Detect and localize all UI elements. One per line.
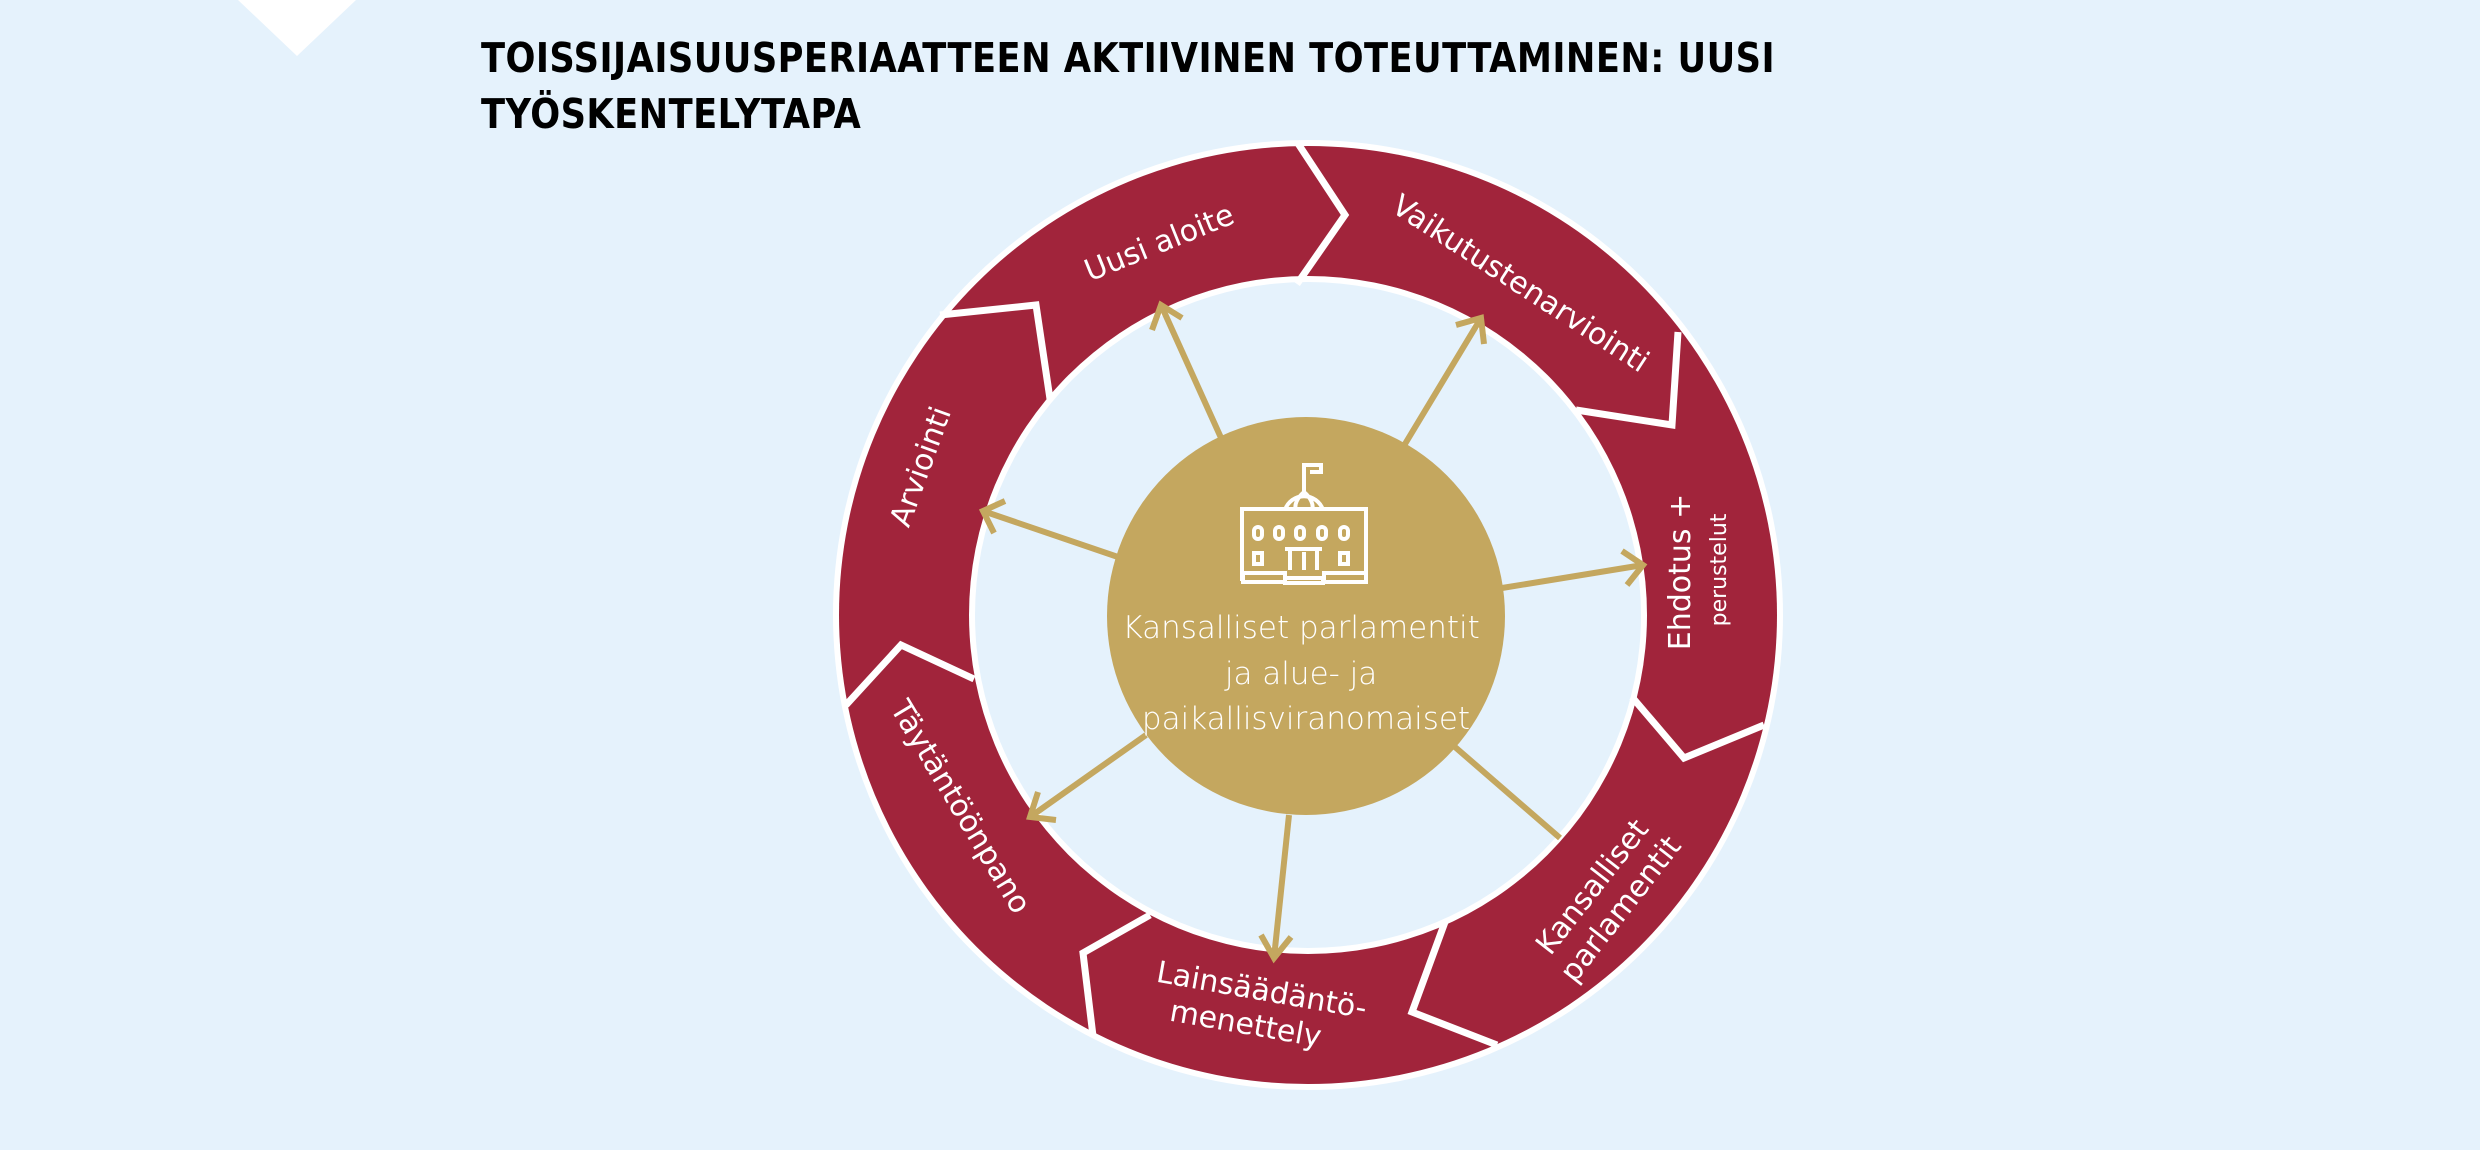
separator-kansalliset-lainsaadanto [1407,920,1499,1049]
segment-separators [843,140,1766,1049]
arrow-to-arviointi [978,498,1119,560]
step-ehdotus: Ehdotus + perustelut [1663,494,1732,650]
page-title: TOISSIJAISUUSPERIAATTEEN AKTIIVINEN TOTE… [481,30,1775,142]
separator-vaikutus-ehdotus [1575,331,1682,430]
separator-arviointi-aloite [939,301,1054,400]
svg-text:Kansalliset parlamentit: Kansalliset parlamentit ja alue- ja paik… [1122,610,1489,737]
arrow-to-lainsaadantomenettely [1258,814,1294,964]
parliament-building-icon [1240,463,1368,585]
center-label-line-1: Kansalliset parlamentit [1122,610,1480,646]
corner-tab-marker [238,0,356,56]
step-ehdotus-label: Ehdotus + [1663,494,1698,650]
title-line-2: TYÖSKENTELYTAPA [481,90,862,138]
center-node: Kansalliset parlamentit ja alue- ja paik… [1107,417,1505,815]
center-label-line-2: ja alue- ja [1224,656,1377,692]
center-label-line-3: paikallisviranomaiset [1142,701,1470,737]
arrow-to-vaikutustenarviointi [1402,314,1487,446]
separator-taytantoon-arviointi [843,640,976,708]
step-ehdotus-sublabel: perustelut [1707,513,1732,626]
title-line-1: TOISSIJAISUUSPERIAATTEEN AKTIIVINEN TOTE… [481,34,1776,82]
separator-ehdotus-kansalliset [1629,694,1766,763]
separator-lainsaadanto-taytantoon [1079,911,1152,1037]
arrow-to-taytantoonpano [1026,732,1148,823]
separator-aloite-vaikutus [1294,140,1350,286]
line-to-kansalliset-parlamentit [1453,744,1562,841]
arrow-to-uusi-aloite [1149,300,1225,442]
connector-arrows [978,300,1648,964]
arrow-to-ehdotus [1501,548,1648,591]
